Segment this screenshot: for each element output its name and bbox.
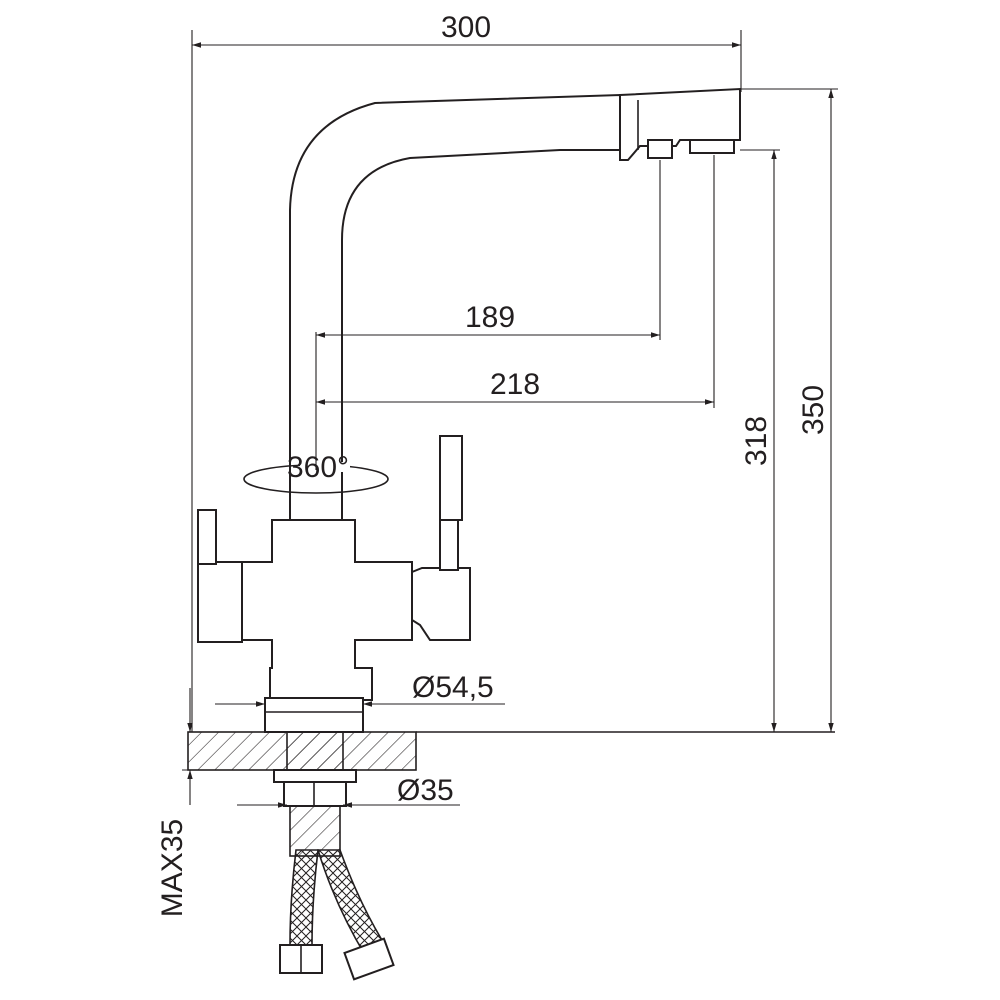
dim-318: 318 [740, 416, 773, 466]
outlet-filtered [647, 139, 673, 159]
dim-max-countertop: MAX35 [156, 819, 189, 917]
right-cartridge [411, 567, 471, 641]
dimensions: 300 189 218 360° 318 350 Ø54,5 Ø35 MAX35 [156, 11, 838, 917]
nut [283, 781, 347, 807]
outlet-main [689, 139, 735, 154]
mounting-shank [273, 731, 357, 857]
faucet-outline [197, 87, 741, 733]
dim-rotation: 360° [287, 451, 349, 484]
washer [273, 769, 357, 783]
hose-left [289, 849, 319, 946]
base-plate [264, 697, 364, 733]
threaded-shank [286, 731, 344, 771]
left-cartridge [197, 561, 243, 643]
dim-350: 350 [797, 385, 830, 435]
countertop [187, 731, 835, 771]
dim-thread-diameter: Ø35 [397, 774, 454, 807]
mixer-body [239, 519, 413, 701]
dim-base-diameter: Ø54,5 [412, 671, 494, 704]
hose-right [316, 849, 387, 957]
right-handle-top [439, 435, 463, 521]
dim-300: 300 [441, 11, 491, 44]
dim-189: 189 [465, 301, 515, 334]
rod [289, 805, 341, 857]
dim-218: 218 [490, 368, 540, 401]
right-handle-lever [439, 517, 459, 571]
flex-hoses [279, 849, 395, 981]
left-handle [197, 509, 217, 565]
hose-fitting-right [343, 937, 395, 981]
